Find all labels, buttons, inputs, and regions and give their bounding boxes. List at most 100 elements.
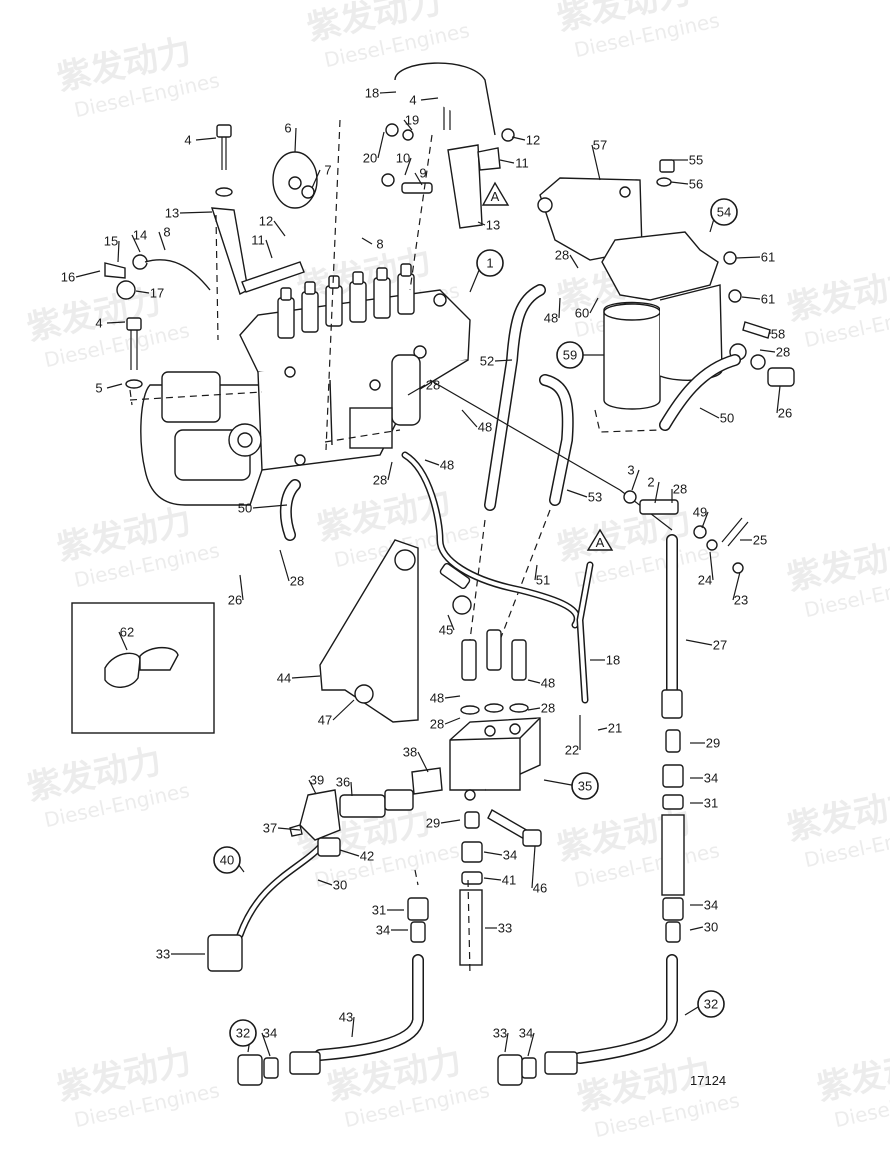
callout-label: 28 bbox=[776, 345, 790, 360]
callout-circled-label: 40 bbox=[220, 853, 234, 868]
callout-label: 4 bbox=[184, 133, 191, 148]
leader-line bbox=[135, 290, 150, 294]
leader-line bbox=[417, 751, 429, 773]
callout-label: 48 bbox=[544, 311, 558, 326]
callout-label: 61 bbox=[761, 250, 775, 265]
leader-line bbox=[504, 1032, 509, 1053]
ref-markers bbox=[481, 181, 614, 551]
callout-circled-label: 1 bbox=[486, 256, 493, 271]
leader-line bbox=[106, 383, 123, 389]
callout-circled-label: 32 bbox=[704, 997, 718, 1012]
leader-line bbox=[558, 297, 561, 319]
callout-label: 37 bbox=[263, 821, 277, 836]
leader-line bbox=[339, 849, 360, 857]
leader-line bbox=[597, 727, 608, 731]
callout-label: 30 bbox=[333, 878, 347, 893]
callout-circled-label: 32 bbox=[236, 1026, 250, 1041]
callout-circle bbox=[556, 341, 584, 369]
leader-line bbox=[332, 699, 355, 721]
callout-label: 5 bbox=[95, 381, 102, 396]
callout-label: 34 bbox=[376, 923, 390, 938]
leader-line bbox=[377, 131, 385, 159]
distribution-block bbox=[319, 539, 542, 976]
leader-line bbox=[494, 359, 513, 362]
callout-label: 28 bbox=[541, 701, 555, 716]
leader-line bbox=[273, 220, 286, 237]
callout-label: 30 bbox=[704, 920, 718, 935]
leader-line bbox=[279, 549, 290, 582]
leader-line bbox=[685, 639, 713, 646]
callout-label: 4 bbox=[95, 316, 102, 331]
leader-line bbox=[511, 136, 526, 141]
ref-marker-letters: AA bbox=[491, 189, 605, 550]
leader-line bbox=[670, 181, 689, 185]
leader-line bbox=[239, 574, 244, 601]
leader-line bbox=[404, 157, 412, 176]
leader-line bbox=[179, 211, 213, 214]
leader-line bbox=[735, 256, 761, 259]
leader-line bbox=[776, 385, 781, 414]
callout-label: 46 bbox=[533, 881, 547, 896]
callout-label: 36 bbox=[336, 775, 350, 790]
callout-label: 21 bbox=[608, 721, 622, 736]
callout-label: 47 bbox=[318, 713, 332, 728]
leader-line bbox=[689, 926, 704, 931]
callout-label: 26 bbox=[228, 593, 242, 608]
leader-line bbox=[131, 234, 141, 253]
leader-line bbox=[499, 159, 515, 164]
callout-label: 48 bbox=[440, 458, 454, 473]
callout-label: 13 bbox=[165, 206, 179, 221]
callout-label: 4 bbox=[409, 93, 416, 108]
callout-label: 18 bbox=[606, 653, 620, 668]
callout-label: 28 bbox=[555, 248, 569, 263]
callout-label: 33 bbox=[498, 921, 512, 936]
callout-label: 27 bbox=[713, 638, 727, 653]
upper-hardware bbox=[104, 62, 515, 451]
leader-line bbox=[444, 717, 461, 725]
stop-solenoid bbox=[207, 767, 443, 972]
leader-line bbox=[527, 707, 541, 711]
leader-line bbox=[444, 695, 461, 699]
callout-label: 17 bbox=[150, 286, 164, 301]
callout-circle bbox=[571, 772, 599, 800]
callout-label: 43 bbox=[339, 1010, 353, 1025]
callout-label: 19 bbox=[405, 113, 419, 128]
leader-line bbox=[265, 239, 273, 259]
callout-label: 14 bbox=[133, 228, 147, 243]
callout-label: 24 bbox=[698, 573, 712, 588]
callout-label: 42 bbox=[360, 849, 374, 864]
callout-label: 61 bbox=[761, 292, 775, 307]
leader-line bbox=[741, 296, 761, 300]
callout-label: 20 bbox=[363, 151, 377, 166]
callout-label: 48 bbox=[478, 420, 492, 435]
callout-label: 11 bbox=[515, 156, 529, 171]
callout-label: 34 bbox=[503, 848, 517, 863]
callout-label: 56 bbox=[689, 177, 703, 192]
callout-circled-label: 35 bbox=[578, 779, 592, 794]
leader-line bbox=[527, 1032, 535, 1057]
leader-line bbox=[534, 564, 538, 581]
leader-line bbox=[569, 254, 579, 269]
callout-label: 6 bbox=[284, 121, 291, 136]
right-pipe-run bbox=[237, 689, 685, 1086]
callout-label: 28 bbox=[673, 482, 687, 497]
leader-line bbox=[387, 461, 393, 481]
leader-line bbox=[414, 172, 423, 186]
callout-label: 7 bbox=[324, 163, 331, 178]
callout-label: 48 bbox=[541, 676, 555, 691]
leader-line bbox=[158, 231, 166, 251]
leader-line bbox=[311, 169, 321, 189]
leader-line bbox=[379, 91, 397, 94]
callout-label: 49 bbox=[693, 505, 707, 520]
ref-marker-letter: A bbox=[491, 189, 500, 204]
leader-line bbox=[261, 1032, 271, 1057]
callout-circle bbox=[213, 846, 241, 874]
